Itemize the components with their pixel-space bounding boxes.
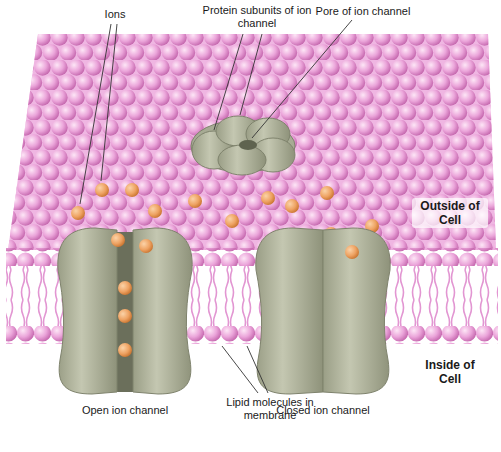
caption-label: Closed ion channel bbox=[273, 404, 373, 417]
caption-label: Open ion channel bbox=[75, 404, 175, 417]
callout-label: Ions bbox=[90, 8, 140, 21]
callout-label: Pore of ion channel bbox=[304, 5, 422, 18]
closed-channel bbox=[256, 228, 390, 394]
membrane-surface bbox=[8, 34, 496, 250]
leader-lines bbox=[80, 20, 352, 393]
region-label: Inside of Cell bbox=[414, 358, 486, 386]
open-channel bbox=[58, 228, 192, 394]
channel-top-view bbox=[191, 116, 295, 175]
region-label: Outside of Cell bbox=[412, 198, 488, 228]
callout-label: Protein subunits of ion channel bbox=[198, 4, 316, 30]
